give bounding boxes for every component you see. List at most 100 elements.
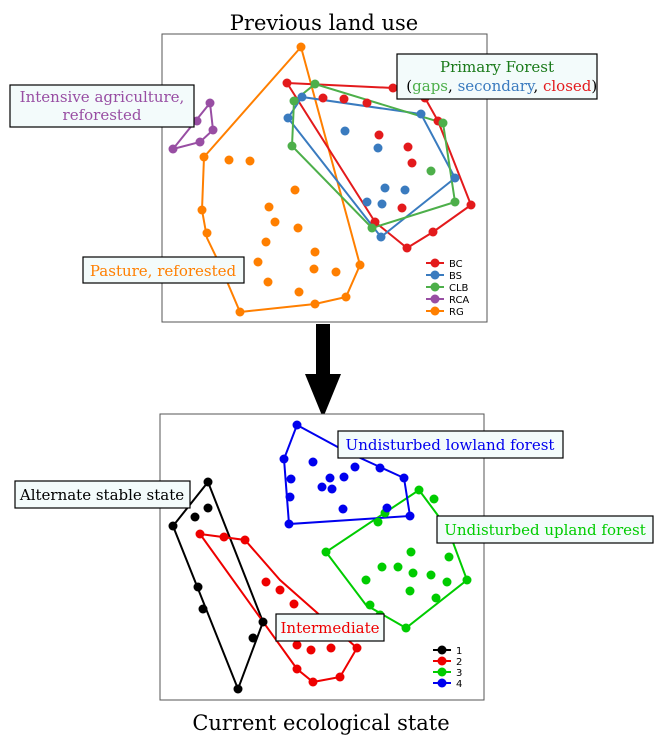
point-group-2 — [326, 643, 336, 653]
transition-arrow — [305, 324, 341, 418]
hull-rg — [200, 44, 362, 314]
legend-label-bs: BS — [449, 271, 462, 282]
point-bc — [407, 158, 417, 168]
label-intermediate: Intermediate — [280, 619, 379, 637]
top-panel-title: Previous land use — [230, 11, 418, 35]
point-rca — [195, 137, 205, 147]
top-legend: BC BS CLB RCA RG — [426, 258, 469, 318]
point-rg — [235, 307, 245, 317]
legend-marker-clb — [430, 282, 440, 292]
point-group-3 — [426, 570, 436, 580]
point-rca — [208, 125, 218, 135]
point-group-1 — [168, 521, 178, 531]
legend-marker-group-3 — [437, 667, 447, 677]
point-rg — [261, 237, 271, 247]
point-bs — [400, 185, 410, 195]
point-group-3 — [361, 575, 371, 585]
point-group-4 — [338, 504, 348, 514]
point-group-4 — [325, 473, 335, 483]
point-group-2 — [240, 535, 250, 545]
point-group-1 — [193, 582, 203, 592]
point-bc — [466, 200, 476, 210]
label-alternate-stable-state: Alternate stable state — [19, 486, 184, 504]
point-clb — [450, 197, 460, 207]
legend-label-group-1: 1 — [456, 646, 462, 657]
legend-marker-group-4 — [437, 678, 447, 688]
point-group-2 — [261, 577, 271, 587]
label-gaps: gaps — [412, 77, 448, 95]
label-box-primary-forest: Primary Forest (gaps, secondary, closed) — [396, 53, 598, 100]
point-group-3 — [414, 485, 424, 495]
label-agriculture-line2: reforested — [63, 106, 142, 124]
point-group-4 — [399, 473, 409, 483]
point-bs — [373, 143, 383, 153]
point-group-3 — [462, 575, 472, 585]
point-bs — [376, 232, 386, 242]
point-rg — [224, 155, 234, 165]
legend-label-bc: BC — [449, 259, 463, 270]
point-clb — [438, 118, 448, 128]
legend-marker-group-2 — [437, 656, 447, 666]
point-bs — [450, 173, 460, 183]
point-rg — [202, 228, 212, 238]
point-group-2 — [219, 532, 229, 542]
legend-marker-group-1 — [437, 645, 447, 655]
point-rg — [296, 42, 306, 52]
point-bc — [374, 130, 384, 140]
legend-label-group-4: 4 — [456, 679, 462, 690]
point-group-3 — [429, 494, 439, 504]
point-group-1 — [198, 604, 208, 614]
label-box-alternate-stable-state: Alternate stable state — [14, 480, 191, 509]
legend-marker-rca — [430, 294, 440, 304]
point-group-2 — [292, 664, 302, 674]
point-group-4 — [279, 454, 289, 464]
bottom-panel-title: Current ecological state — [192, 711, 449, 735]
point-group-3 — [406, 547, 416, 557]
label-pasture: Pasture, reforested — [90, 262, 237, 280]
point-group-3 — [431, 593, 441, 603]
point-rg — [331, 267, 341, 277]
legend-label-group-2: 2 — [456, 657, 462, 668]
point-bs — [377, 199, 387, 209]
point-rg — [310, 247, 320, 257]
point-group-2 — [289, 599, 299, 609]
legend-label-rg: RG — [449, 307, 464, 318]
point-rg — [310, 299, 320, 309]
point-group-2 — [335, 672, 345, 682]
point-group-2 — [292, 640, 302, 650]
label-box-upland: Undisturbed upland forest — [436, 515, 654, 544]
point-rg — [309, 264, 319, 274]
point-bs — [283, 113, 293, 123]
point-group-4 — [382, 503, 392, 513]
point-rg — [264, 202, 274, 212]
point-group-2 — [275, 585, 285, 595]
point-group-3 — [401, 623, 411, 633]
point-clb — [367, 223, 377, 233]
point-group-1 — [203, 503, 213, 513]
point-group-4 — [405, 511, 415, 521]
label-lowland-forest: Undisturbed lowland forest — [346, 436, 555, 454]
point-rg — [355, 260, 365, 270]
legend-label-rca: RCA — [449, 295, 469, 306]
point-rca — [205, 98, 215, 108]
point-bs — [340, 126, 350, 136]
legend-marker-rg — [430, 306, 440, 316]
point-group-1 — [190, 512, 200, 522]
point-bc — [388, 83, 398, 93]
point-group-3 — [373, 517, 383, 527]
legend-label-clb: CLB — [449, 283, 469, 294]
point-group-3 — [442, 577, 452, 587]
point-group-2 — [352, 643, 362, 653]
point-group-4 — [339, 472, 349, 482]
label-secondary: secondary — [458, 77, 536, 95]
point-group-2 — [308, 677, 318, 687]
point-group-1 — [258, 617, 268, 627]
point-rca — [192, 116, 202, 126]
point-rg — [199, 152, 209, 162]
top-points — [168, 42, 476, 317]
point-group-2 — [195, 529, 205, 539]
point-group-4 — [317, 482, 327, 492]
point-bc — [282, 78, 292, 88]
point-rg — [245, 156, 255, 166]
point-bc — [339, 94, 349, 104]
